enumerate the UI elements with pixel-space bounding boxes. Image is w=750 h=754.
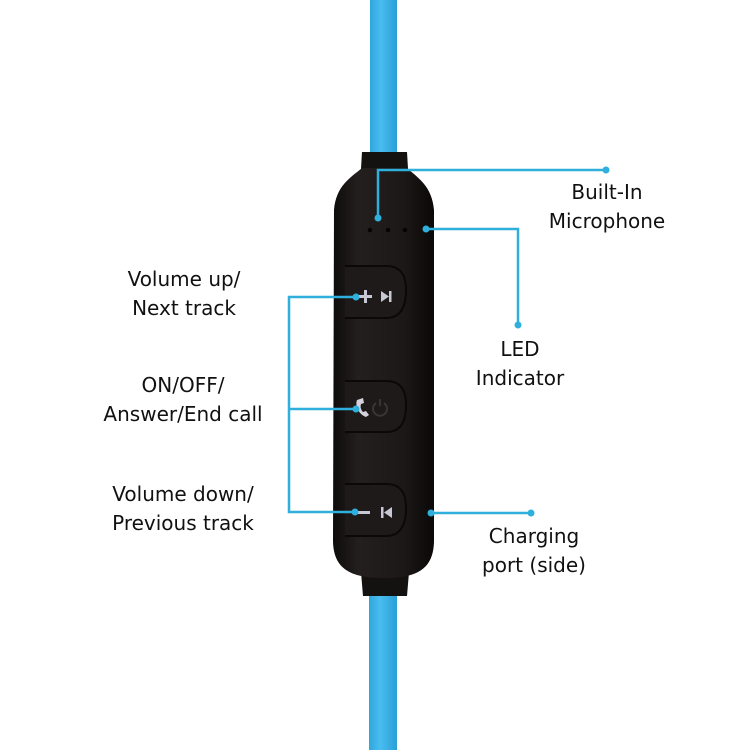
leader-dot: [352, 293, 360, 301]
mic-hole: [367, 227, 373, 233]
label-volume-up: Volume up/ Next track: [127, 267, 241, 320]
mic-hole: [385, 227, 391, 233]
leader-dot: [514, 321, 522, 329]
label-charging-port: Charging port (side): [482, 524, 586, 577]
leader-led: [426, 227, 520, 325]
minus-icon: [357, 511, 370, 514]
leader-dot: [527, 509, 535, 517]
volume-up-button[interactable]: [345, 265, 408, 319]
label-volume-down: Volume down/ Previous track: [112, 482, 254, 535]
leader-dot: [427, 509, 435, 517]
power-call-button[interactable]: [345, 380, 408, 433]
mic-hole: [402, 227, 408, 233]
power-icon: [372, 399, 388, 417]
label-built-in-microphone: Built-In Microphone: [548, 180, 666, 233]
plus-icon: [359, 290, 372, 303]
leader-left-bracket: [287, 295, 358, 514]
label-power-call: ON/OFF/ Answer/End call: [103, 373, 263, 426]
leader-dot: [602, 166, 610, 174]
volume-down-button[interactable]: [345, 483, 408, 537]
cable-bottom: [369, 590, 397, 750]
leader-dot: [351, 508, 359, 516]
leader-microphone: [376, 168, 606, 218]
previous-track-icon: [381, 507, 392, 518]
leader-dot: [352, 405, 360, 413]
label-led-indicator: LED Indicator: [475, 337, 565, 390]
leader-dot: [422, 225, 430, 233]
leader-dot: [374, 214, 382, 222]
phone-icon: [356, 398, 369, 417]
next-track-icon: [381, 291, 392, 302]
cable-top: [370, 0, 397, 160]
